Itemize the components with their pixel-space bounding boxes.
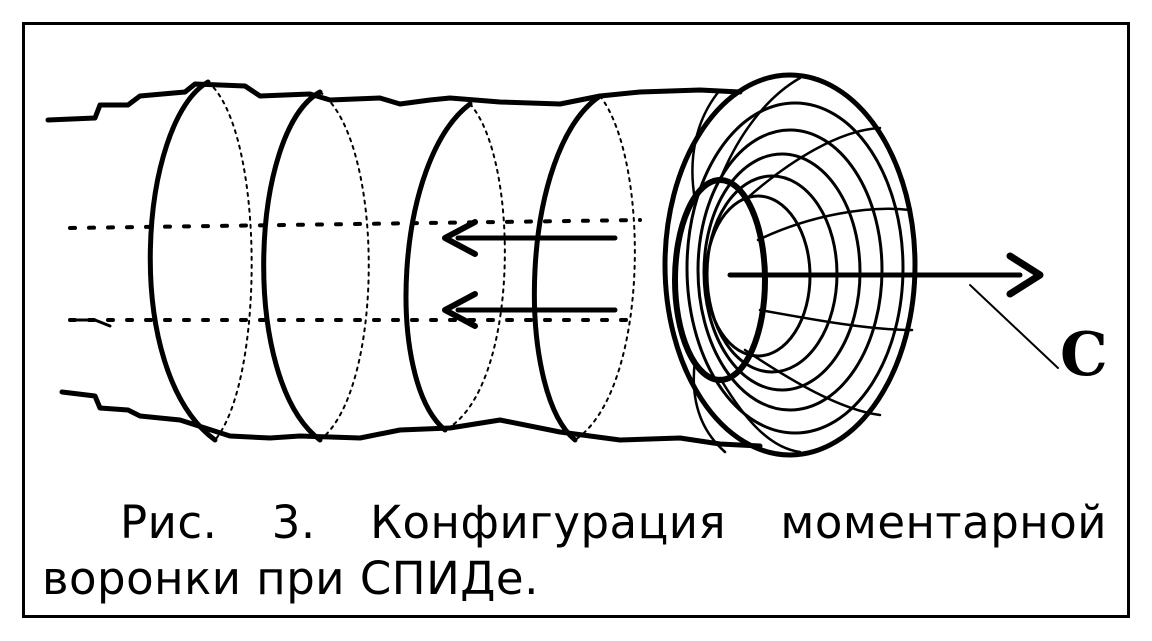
tube-bottom-edge (59, 389, 763, 449)
ring-3-front (403, 101, 473, 433)
caption-line-1: Рис. 3. Конфигурация моментарной (42, 495, 1107, 551)
ring-2-front (261, 89, 323, 443)
arrow-upper-head (442, 219, 478, 257)
funnel-ring-1 (685, 101, 905, 435)
caption-word-2: 3. (271, 496, 316, 549)
ring-1-front (147, 79, 218, 443)
funnel-radial-4 (758, 308, 914, 332)
axis-dotted-upper (68, 218, 642, 230)
label-c: C (1060, 320, 1108, 390)
caption-word-1: Рис. (120, 496, 218, 549)
label-c-leader (969, 284, 1059, 369)
funnel-radial-1 (718, 76, 802, 182)
tube-left-wave (68, 318, 112, 328)
funnel-radial-3 (756, 207, 912, 242)
ring-4-front (531, 93, 603, 443)
caption-line-2: воронки при СПИДе. (42, 552, 539, 605)
funnel-ring-3 (702, 152, 862, 392)
arrow-right-head (1006, 252, 1044, 298)
funnel-radial-8 (691, 88, 722, 202)
ring-4-back (574, 95, 636, 441)
caption-word-4: моментарной (780, 496, 1107, 549)
arrow-lower-head (442, 291, 478, 329)
ring-1-back (207, 81, 253, 441)
tube-top-edge (45, 81, 743, 123)
ring-3-back (444, 103, 506, 431)
ring-2-back (319, 91, 370, 441)
funnel-outer-rim (662, 72, 918, 458)
funnel-radial-5 (743, 348, 882, 417)
caption-word-3: Конфигурация (370, 496, 727, 549)
figure-caption: Рис. 3. Конфигурация моментарной воронки… (42, 495, 1107, 607)
funnel-radial-6 (718, 376, 802, 454)
funnel-radial-2 (743, 126, 882, 202)
funnel-ring-2 (696, 128, 884, 412)
funnel-radial-7 (692, 358, 727, 454)
